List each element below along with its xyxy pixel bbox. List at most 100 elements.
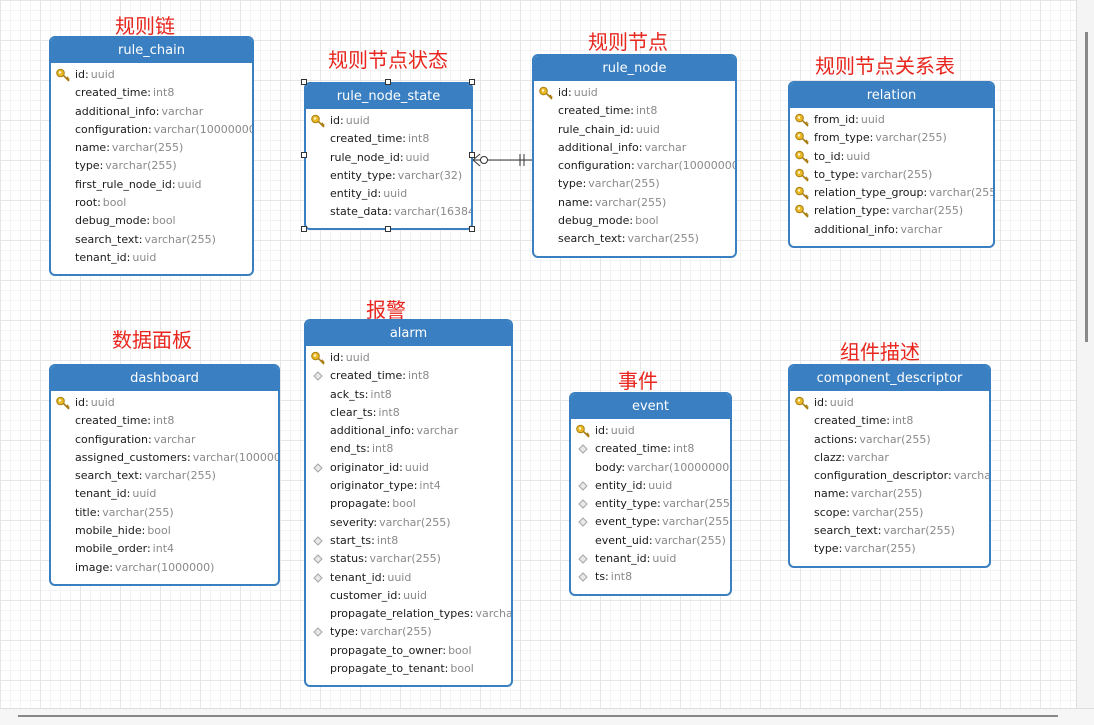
field-row[interactable]: tenant_id:uuid: [51, 485, 278, 503]
field-row[interactable]: search_text:varchar(255): [51, 467, 278, 485]
selection-handle[interactable]: [385, 79, 391, 85]
field-row[interactable]: severity:varchar(255): [306, 514, 511, 532]
field-row[interactable]: state_data:varchar(16384): [306, 203, 471, 221]
selection-handle[interactable]: [469, 152, 475, 158]
field-row[interactable]: status:varchar(255): [306, 550, 511, 568]
field-row[interactable]: type:varchar(255): [534, 175, 735, 193]
field-row[interactable]: name:varchar(255): [51, 139, 252, 157]
field-row[interactable]: tenant_id:uuid: [51, 249, 252, 267]
field-row[interactable]: id:uuid: [534, 84, 735, 102]
field-row[interactable]: created_time:int8: [51, 412, 278, 430]
selection-handle[interactable]: [385, 226, 391, 232]
field-row[interactable]: end_ts:int8: [306, 440, 511, 458]
field-row[interactable]: title:varchar(255): [51, 504, 278, 522]
field-row[interactable]: configuration:varchar(10000000): [534, 157, 735, 175]
field-row[interactable]: tenant_id:uuid: [571, 550, 730, 568]
field-row[interactable]: configuration:varchar(10000000): [51, 121, 252, 139]
field-row[interactable]: id:uuid: [306, 112, 471, 130]
field-row[interactable]: additional_info:varchar: [306, 422, 511, 440]
field-row[interactable]: search_text:varchar(255): [534, 230, 735, 248]
field-row[interactable]: id:uuid: [790, 394, 989, 412]
field-row[interactable]: debug_mode:bool: [534, 212, 735, 230]
selection-handle[interactable]: [301, 152, 307, 158]
field-row[interactable]: name:varchar(255): [534, 194, 735, 212]
field-row[interactable]: propagate_to_tenant:bool: [306, 660, 511, 678]
horizontal-scrollbar-thumb[interactable]: [18, 715, 1058, 717]
field-row[interactable]: created_time:int8: [306, 367, 511, 385]
field-row[interactable]: body:varchar(10000000): [571, 459, 730, 477]
field-row[interactable]: customer_id:uuid: [306, 587, 511, 605]
selection-handle[interactable]: [301, 226, 307, 232]
field-row[interactable]: id:uuid: [51, 394, 278, 412]
field-row[interactable]: additional_info:varchar: [790, 221, 993, 239]
field-row[interactable]: propagate:bool: [306, 495, 511, 513]
selection-handle[interactable]: [469, 226, 475, 232]
field-row[interactable]: search_text:varchar(255): [51, 231, 252, 249]
field-row[interactable]: relation_type_group:varchar(255): [790, 184, 993, 202]
field-row[interactable]: name:varchar(255): [790, 485, 989, 503]
field-row[interactable]: to_id:uuid: [790, 148, 993, 166]
field-row[interactable]: propagate_to_owner:bool: [306, 642, 511, 660]
field-row[interactable]: assigned_customers:varchar(1000000): [51, 449, 278, 467]
field-row[interactable]: created_time:int8: [306, 130, 471, 148]
field-row[interactable]: created_time:int8: [571, 440, 730, 458]
field-row[interactable]: id:uuid: [306, 349, 511, 367]
field-row[interactable]: entity_type:varchar(255): [571, 495, 730, 513]
relationship-connector[interactable]: [472, 150, 534, 170]
field-row[interactable]: actions:varchar(255): [790, 431, 989, 449]
field-row[interactable]: event_type:varchar(255): [571, 513, 730, 531]
vertical-scrollbar[interactable]: [1076, 0, 1094, 708]
field-row[interactable]: configuration:varchar: [51, 431, 278, 449]
field-row[interactable]: to_type:varchar(255): [790, 166, 993, 184]
field-row[interactable]: from_type:varchar(255): [790, 129, 993, 147]
field-row[interactable]: scope:varchar(255): [790, 504, 989, 522]
field-row[interactable]: entity_type:varchar(32): [306, 167, 471, 185]
field-row[interactable]: entity_id:uuid: [571, 477, 730, 495]
field-row[interactable]: start_ts:int8: [306, 532, 511, 550]
field-row[interactable]: configuration_descriptor:varchar: [790, 467, 989, 485]
selection-handle[interactable]: [301, 79, 307, 85]
field-row[interactable]: first_rule_node_id:uuid: [51, 176, 252, 194]
selection-handle[interactable]: [469, 79, 475, 85]
field-row[interactable]: type:varchar(255): [306, 623, 511, 641]
field-row[interactable]: root:bool: [51, 194, 252, 212]
field-row[interactable]: id:uuid: [571, 422, 730, 440]
field-row[interactable]: type:varchar(255): [51, 157, 252, 175]
vertical-scrollbar-thumb[interactable]: [1085, 32, 1088, 342]
field-row[interactable]: originator_id:uuid: [306, 459, 511, 477]
field-row[interactable]: clazz:varchar: [790, 449, 989, 467]
field-row[interactable]: entity_id:uuid: [306, 185, 471, 203]
field-row[interactable]: propagate_relation_types:varchar: [306, 605, 511, 623]
field-row[interactable]: debug_mode:bool: [51, 212, 252, 230]
field-row[interactable]: search_text:varchar(255): [790, 522, 989, 540]
field-row[interactable]: mobile_order:int4: [51, 540, 278, 558]
field-row[interactable]: created_time:int8: [790, 412, 989, 430]
field-row[interactable]: rule_chain_id:uuid: [534, 121, 735, 139]
field-row[interactable]: from_id:uuid: [790, 111, 993, 129]
field-row[interactable]: ack_ts:int8: [306, 386, 511, 404]
field-row[interactable]: rule_node_id:uuid: [306, 149, 471, 167]
field-row[interactable]: additional_info:varchar: [51, 103, 252, 121]
field-row[interactable]: type:varchar(255): [790, 540, 989, 558]
field-row[interactable]: relation_type:varchar(255): [790, 202, 993, 220]
field-row[interactable]: tenant_id:uuid: [306, 569, 511, 587]
field-row[interactable]: originator_type:int4: [306, 477, 511, 495]
field-row[interactable]: ts:int8: [571, 568, 730, 586]
field-row[interactable]: id:uuid: [51, 66, 252, 84]
field-row[interactable]: clear_ts:int8: [306, 404, 511, 422]
field-type: varchar(16384): [393, 205, 473, 219]
field-row[interactable]: mobile_hide:bool: [51, 522, 278, 540]
field-row[interactable]: event_uid:varchar(255): [571, 532, 730, 550]
field-row[interactable]: created_time:int8: [51, 84, 252, 102]
field-row[interactable]: created_time:int8: [534, 102, 735, 120]
field-row[interactable]: image:varchar(1000000): [51, 559, 278, 577]
field-row[interactable]: additional_info:varchar: [534, 139, 735, 157]
